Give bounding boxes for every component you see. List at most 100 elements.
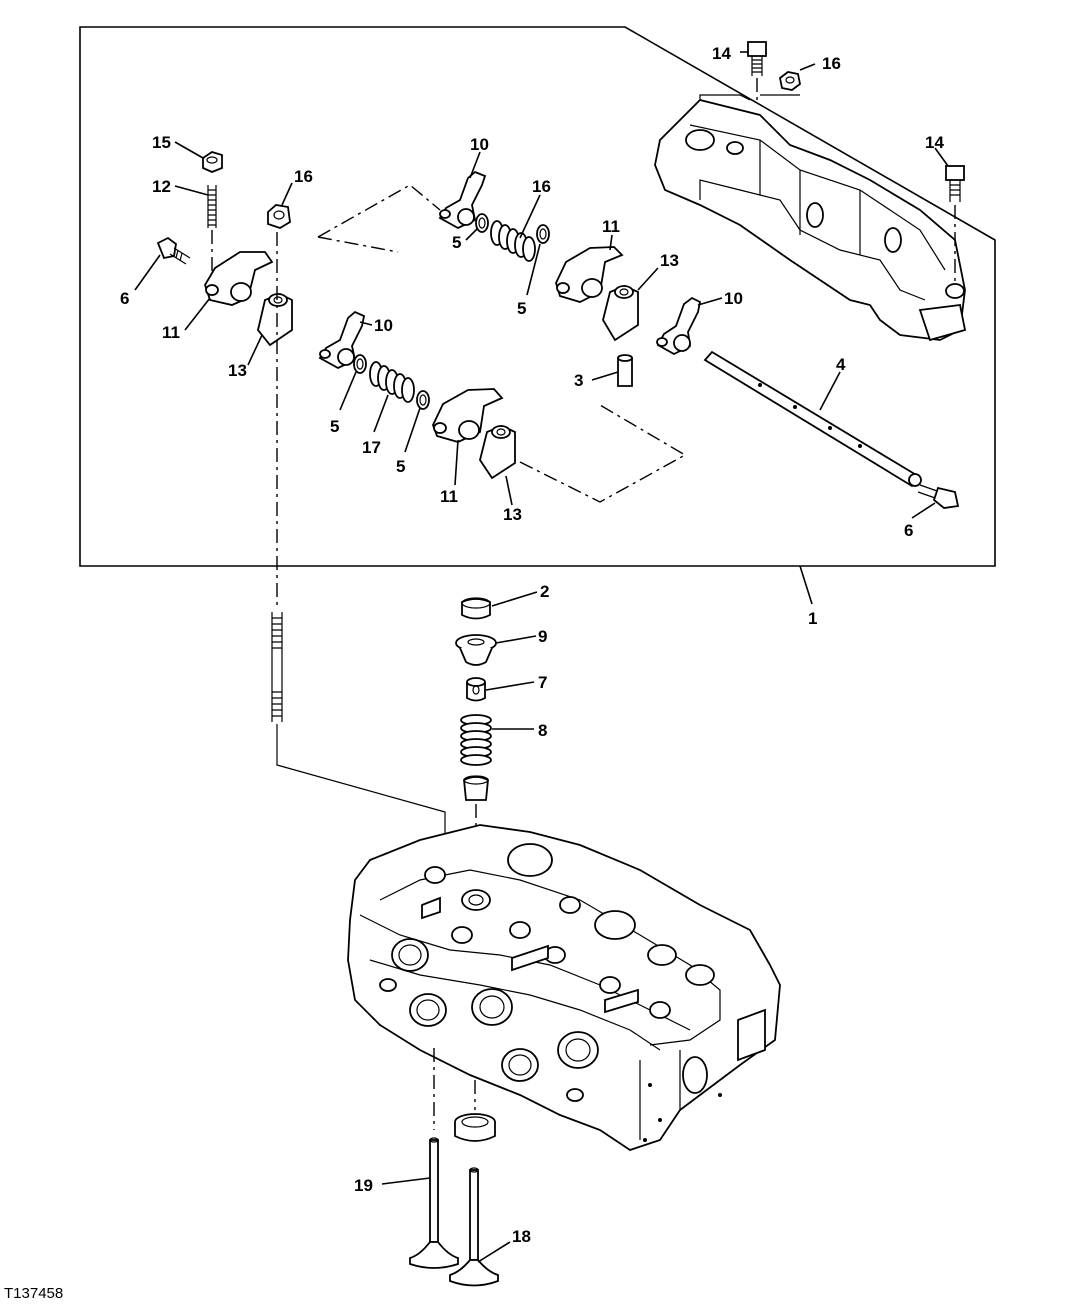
- leader-10-top: [469, 151, 481, 179]
- leader-5-lower-right: [404, 407, 421, 453]
- long-stud: [271, 612, 283, 722]
- callout-4: 4: [836, 355, 846, 374]
- leader-15: [174, 141, 204, 159]
- callout-1: 1: [808, 609, 817, 628]
- rocker-arm-11-lower: [432, 388, 504, 443]
- leader-10-lower: [359, 321, 373, 326]
- spring-17-top: [490, 220, 536, 262]
- rocker-arm-10-lower: [318, 310, 366, 370]
- nut-15: [202, 151, 223, 173]
- rocker-arm-10-right: [656, 296, 702, 356]
- valve-19: [409, 1137, 459, 1269]
- callout-10-lower: 10: [374, 316, 393, 335]
- leader-13-left: [247, 334, 263, 366]
- rocker-arm-10-top: [438, 170, 487, 230]
- bolt-14-right: [945, 165, 965, 285]
- leader-12: [174, 185, 209, 196]
- callout-7: 7: [538, 673, 547, 692]
- rocker-shaft: [703, 350, 922, 488]
- bolt-6-left: [156, 236, 191, 265]
- callout-5-top-right: 5: [517, 299, 526, 318]
- rocker-arm-11-top: [555, 246, 624, 303]
- dowel-3: [617, 354, 633, 387]
- keeper-7: [466, 677, 486, 702]
- callout-13-left: 13: [228, 361, 247, 380]
- leader-5-top-right: [526, 243, 541, 296]
- leader-17-top: [519, 194, 541, 239]
- bolt-14-top: [747, 41, 767, 100]
- leader-14-right: [934, 147, 949, 167]
- leader-4: [819, 371, 841, 411]
- washer-5-top-right: [536, 224, 550, 244]
- callout-13-lower: 13: [503, 505, 522, 524]
- leader-16-top: [799, 63, 816, 71]
- callout-12: 12: [152, 177, 171, 196]
- stud-12: [207, 185, 217, 280]
- leader-6-right: [911, 502, 936, 519]
- callout-5-top: 5: [452, 233, 461, 252]
- cylinder-head: [347, 824, 781, 1151]
- leader-5-top: [465, 227, 479, 241]
- washer-5-top: [475, 213, 489, 233]
- bracket-13-lower: [479, 425, 516, 480]
- valve-spring-8: [460, 714, 492, 766]
- leader-13-top: [637, 267, 659, 291]
- callout-8: 8: [538, 721, 547, 740]
- callout-6-right: 6: [904, 521, 913, 540]
- leader-11-top: [609, 234, 613, 251]
- leader-3: [591, 371, 619, 381]
- callout-13-top: 13: [660, 251, 679, 270]
- bolt-6-right: [917, 484, 960, 509]
- valve-18: [449, 1167, 499, 1287]
- valve-seal: [463, 775, 489, 801]
- callout-18: 18: [512, 1227, 531, 1246]
- valve-cap-2: [461, 597, 491, 620]
- callout-5-lower: 5: [330, 417, 339, 436]
- leader-11-lower: [454, 439, 459, 486]
- rocker-arm-11-left: [204, 251, 274, 306]
- leader-17-lower: [373, 394, 389, 433]
- leader-16-left: [281, 182, 293, 206]
- leader-11-left: [184, 297, 211, 331]
- callout-11-lower: 11: [440, 487, 458, 506]
- bracket-13-left: [257, 293, 293, 347]
- leader-10-right: [697, 297, 723, 306]
- leader-7: [485, 681, 535, 691]
- callout-14-top: 14: [712, 44, 731, 63]
- callout-9: 9: [538, 627, 547, 646]
- leader-5-lower: [339, 371, 357, 411]
- leader-9: [495, 635, 537, 644]
- leader-1: [799, 565, 813, 605]
- retainer-9: [455, 634, 497, 666]
- callout-19: 19: [354, 1176, 373, 1195]
- callout-11-top: 11: [602, 217, 620, 236]
- leader-2: [491, 591, 538, 607]
- callout-17-lower: 17: [362, 438, 381, 457]
- rocker-bracket: [654, 94, 967, 342]
- nut-16-left: [267, 204, 291, 229]
- assembly-boundary: [79, 26, 996, 567]
- callout-17-top: 16: [532, 177, 551, 196]
- callout-16-left: 16: [294, 167, 313, 186]
- callout-16-top: 16: [822, 54, 841, 73]
- washer-5-lower: [353, 354, 367, 374]
- callout-10-top: 10: [470, 135, 489, 154]
- callout-3: 3: [574, 371, 583, 390]
- leader-13-lower: [505, 475, 513, 506]
- figure-reference: T137458: [4, 1285, 63, 1302]
- callout-11-left: 11: [162, 323, 180, 342]
- leader-18: [477, 1241, 511, 1263]
- bracket-13-top: [602, 285, 639, 342]
- washer-5-lower-right: [416, 390, 430, 410]
- callout-10-right: 10: [724, 289, 743, 308]
- callout-6-left: 6: [120, 289, 129, 308]
- nut-16-top: [779, 71, 801, 91]
- leader-6-left: [134, 254, 161, 291]
- callout-15: 15: [152, 133, 171, 152]
- valve-seat-insert: [454, 1113, 496, 1142]
- spring-17-lower: [369, 361, 415, 403]
- callout-5-lower-right: 5: [396, 457, 405, 476]
- leader-19: [381, 1177, 431, 1185]
- callout-2: 2: [540, 582, 549, 601]
